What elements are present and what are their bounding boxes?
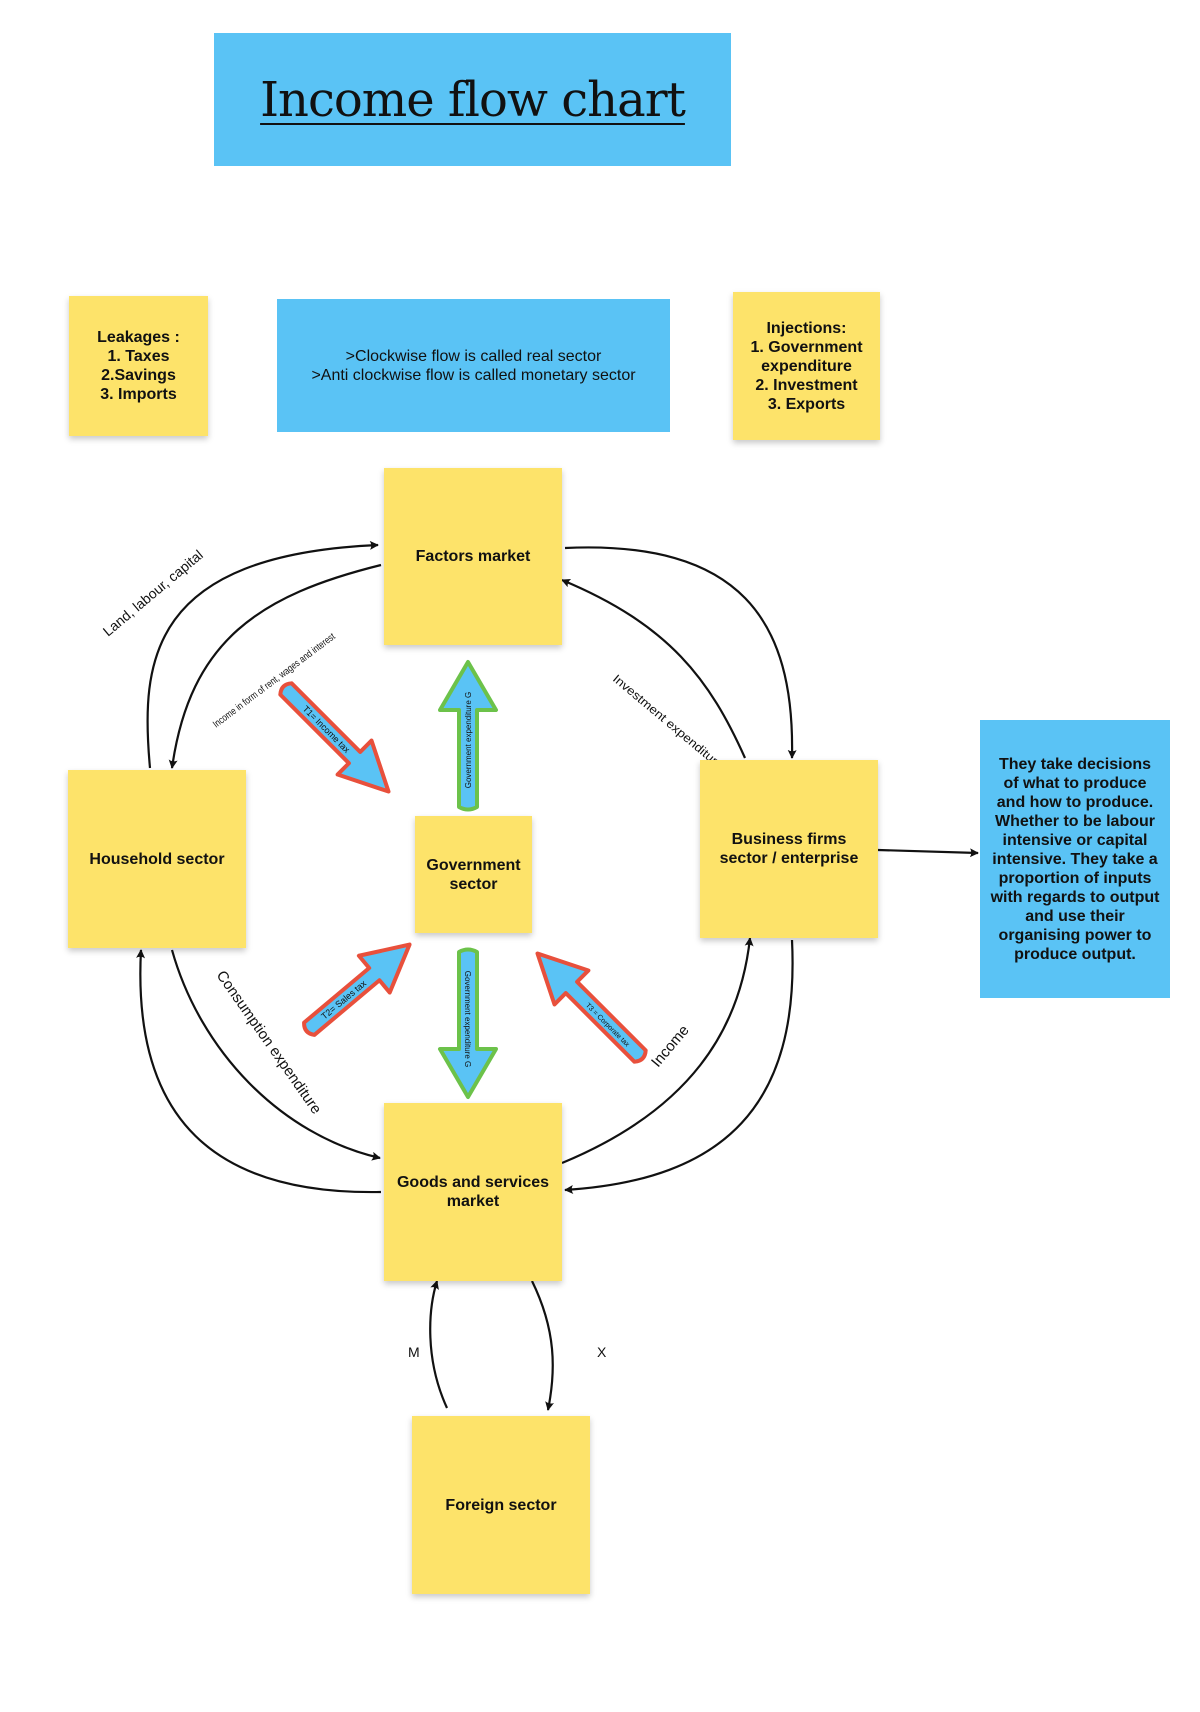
gov-exp-arrow-up: Government expenditure G	[438, 660, 498, 812]
household-sector-box: Household sector	[68, 770, 246, 948]
label-income: Income	[648, 1022, 693, 1071]
gov-exp-arrow-up-label: Government expenditure G	[464, 692, 473, 789]
gov-exp-arrow-down-label: Government expenditure G	[463, 971, 472, 1068]
flow-business-to-factors	[561, 578, 747, 759]
flow-note-line-2: >Anti clockwise flow is called monetary …	[311, 366, 636, 384]
flow-household-to-factors	[146, 540, 379, 769]
tax-arrow-t1: T1= Income tax	[278, 681, 391, 794]
flow-direction-note: >Clockwise flow is called real sector >A…	[277, 299, 670, 432]
tax-arrow-t3: T3 = Corporate tax	[535, 951, 648, 1064]
leakages-note: Leakages : 1. Taxes 2.Savings 3. Imports	[69, 296, 208, 436]
label-investment-expenditure: Investment expenditure	[610, 672, 727, 773]
flow-goods-to-business	[561, 937, 754, 1165]
flow-business-to-note	[877, 848, 979, 858]
flow-household-to-goods	[170, 949, 381, 1161]
government-sector-box: Government sector	[415, 816, 532, 933]
flow-goods-to-household	[136, 949, 382, 1194]
tax-arrow-t1-label: T1= Income tax	[301, 704, 352, 755]
goods-services-market-box: Goods and services market	[384, 1103, 562, 1281]
factors-market-box: Factors market	[384, 468, 562, 645]
tax-arrow-t2-label: T2= Sales tax	[319, 978, 368, 1022]
label-land-labour-capital: Land, labour, capital	[100, 546, 206, 639]
label-consumption-expenditure: Consumption expenditure	[213, 968, 325, 1118]
svg-text:Investment expenditure: Investment expenditure	[610, 672, 727, 773]
label-imports-m: M	[408, 1344, 420, 1360]
flow-note-line-1: >Clockwise flow is called real sector	[345, 347, 602, 365]
flow-factors-to-business	[564, 546, 797, 759]
page-title: Income flow chart	[260, 71, 686, 128]
flow-factors-to-household	[168, 563, 382, 769]
injections-note: Injections: 1. Government expenditure 2.…	[733, 292, 880, 440]
business-decisions-note: They take decisions of what to produce a…	[980, 720, 1170, 998]
flow-business-to-goods	[564, 939, 794, 1194]
flow-goods-to-foreign	[531, 1280, 554, 1411]
tax-arrow-t2: T2= Sales tax	[302, 942, 412, 1037]
title-box: Income flow chart	[214, 33, 731, 166]
foreign-sector-box: Foreign sector	[412, 1416, 590, 1594]
business-firms-box: Business firms sector / enterprise	[700, 760, 878, 938]
tax-arrow-t3-label: T3 = Corporate tax	[584, 1002, 631, 1049]
flow-foreign-to-goods	[429, 1280, 449, 1409]
label-exports-x: X	[597, 1344, 607, 1360]
gov-exp-arrow-down: Government expenditure G	[438, 947, 498, 1099]
